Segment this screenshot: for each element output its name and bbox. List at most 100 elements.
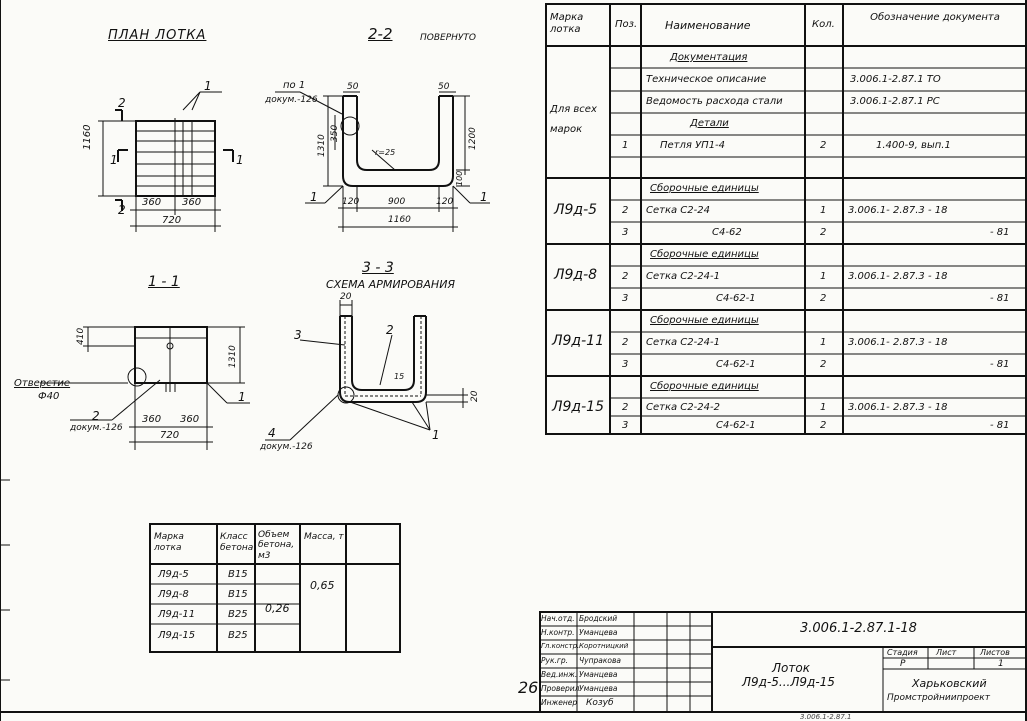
tb-document-code: 3.006.1-2.87.1-18: [800, 621, 917, 636]
s22-dim-50-right: 50: [438, 82, 450, 92]
spec-row-pos: 2: [622, 205, 629, 216]
spec-row-doc: - 81: [990, 227, 1010, 238]
tb-role: Рук.гр.: [541, 656, 568, 665]
plan-view: [98, 91, 234, 232]
tb-product-name: Лоток: [772, 661, 810, 675]
spec-row-doc: 3.006.1- 2.87.3 - 18: [848, 402, 948, 413]
tb-role: Нач.отд.: [541, 614, 575, 623]
spec-row-qty: 2: [820, 227, 827, 238]
tb-org-line1: Харьковский: [912, 677, 987, 690]
spec-row-qty: 1: [820, 271, 827, 282]
spec-row-pos: 2: [622, 271, 629, 282]
s33-mark-1: 1: [432, 428, 440, 442]
spec-row-pos: 3: [622, 293, 629, 304]
plan-dim-height: 1160: [82, 124, 93, 150]
s22-mark-1-left: 1: [310, 190, 318, 204]
section22-title: 2-2: [368, 25, 393, 43]
plan-cut-mark-1-right: 1: [236, 153, 244, 167]
tb-person: Уманцева: [579, 628, 618, 637]
spec-group-mark: Л9д-15: [552, 399, 604, 415]
spec-row-name: С4-62-1: [716, 420, 756, 431]
spec-all-marks: Для всех марок: [550, 104, 597, 135]
s11-dim-360-left: 360: [142, 414, 162, 425]
spec-row-name: Сетка С2-24-1: [646, 337, 720, 348]
spec-row-doc: - 81: [990, 293, 1010, 304]
s22-doc: докум.-126: [265, 95, 318, 105]
spec-row-qty: 2: [820, 359, 827, 370]
tb-role: Гл.констр.: [541, 642, 580, 650]
spec-group-header: Сборочные единицы: [650, 183, 759, 194]
s33-mark-2: 2: [386, 323, 394, 337]
tb-stage-header: Стадия: [887, 648, 918, 657]
spec-header-doc: Обозначение документа: [870, 12, 1000, 23]
spec-group-mark: Л9д-5: [554, 202, 598, 218]
section-3-3: [265, 300, 468, 441]
plan-cut-mark-2-bottom: 2: [118, 203, 126, 217]
tb-person: Коротницкий: [579, 642, 629, 650]
spec-row-qty: 2: [820, 293, 827, 304]
plan-cut-mark-1-left: 1: [110, 153, 118, 167]
spec-row-name: Документация: [670, 52, 748, 63]
s22-dim-50-left: 50: [347, 82, 359, 92]
s11-hole-diameter: Ф40: [38, 391, 60, 402]
plan-cut-mark-2-top: 2: [118, 96, 126, 110]
spec-row-name: Сетка С2-24-2: [646, 402, 720, 413]
spec-row-qty: 2: [820, 420, 827, 431]
spec-row-pos: 3: [622, 359, 629, 370]
spec-row-name: С4-62-1: [716, 293, 756, 304]
mat-row-class: В15: [228, 589, 248, 600]
mat-row-mark: Л9д-5: [158, 569, 189, 580]
mat-row-mark: Л9д-11: [158, 609, 196, 620]
spec-row-pos: 3: [622, 420, 629, 431]
s22-dim-350: 350: [330, 124, 340, 142]
s11-doc: докум.-126: [70, 423, 123, 433]
s11-hole-label: Отверстие: [14, 378, 71, 389]
spec-row-name: С4-62-1: [716, 359, 756, 370]
spec-group-header: Сборочные единицы: [650, 381, 759, 392]
section33-subtitle: СХЕМА АРМИРОВАНИЯ: [326, 278, 456, 291]
plan-dim-360-left: 360: [142, 197, 162, 208]
tb-sheets-header: Листов: [980, 648, 1010, 657]
spec-row-doc: 3.006.1- 2.87.3 - 18: [848, 271, 948, 282]
tb-person: Козуб: [586, 698, 614, 708]
spec-row-name: Сетка С2-24-1: [646, 271, 720, 282]
s22-dim-120-left: 120: [342, 197, 360, 207]
spec-row-doc: 3.006.1- 2.87.3 - 18: [848, 205, 948, 216]
bottom-code: 3.006.1-2.87.1: [800, 713, 852, 721]
title-block-grid: [539, 611, 1027, 713]
s11-dim-720: 720: [160, 430, 180, 441]
s11-mark-2: 2: [92, 409, 100, 423]
s11-dim-360-right: 360: [180, 414, 200, 425]
spec-table-grid: [545, 3, 1027, 435]
tb-person: Уманцева: [579, 684, 618, 693]
tb-role: Инженер: [541, 698, 578, 707]
section22-subtitle: ПОВЕРНУТО: [420, 33, 476, 43]
plan-dim-360-right: 360: [182, 197, 202, 208]
mat-mass: 0,65: [310, 579, 335, 592]
mat-volume: 0,26: [265, 602, 290, 615]
spec-group-header: Сборочные единицы: [650, 249, 759, 260]
spec-row-doc: 3.006.1- 2.87.3 - 18: [848, 337, 948, 348]
tb-person: Чупракова: [579, 656, 621, 665]
tb-person: Уманцева: [579, 670, 618, 679]
spec-row-name: Детали: [690, 118, 729, 129]
mat-row-class: В25: [228, 609, 248, 620]
s33-mark-3: 3: [294, 328, 302, 342]
spec-row-pos: 3: [622, 227, 629, 238]
spec-row-pos: 1: [622, 140, 629, 151]
spec-row-doc: 3.006.1-2.87.1 РС: [850, 96, 940, 107]
spec-row-qty: 1: [820, 402, 827, 413]
plan-title: ПЛАН ЛОТКА: [108, 28, 207, 43]
s33-doc: докум.-126: [260, 442, 313, 452]
s22-dim-100: 100: [455, 170, 464, 186]
section-2-2: [275, 91, 490, 232]
tb-person: Бродский: [579, 614, 618, 623]
s33-dim-15: 15: [394, 372, 405, 381]
section-1-1: [40, 326, 250, 450]
spec-row-name: Сетка С2-24: [646, 205, 710, 216]
spec-row-doc: - 81: [990, 359, 1010, 370]
s11-dim-410: 410: [76, 327, 86, 345]
spec-header-qty: Кол.: [812, 19, 835, 30]
s11-dim-1310: 1310: [228, 345, 238, 368]
